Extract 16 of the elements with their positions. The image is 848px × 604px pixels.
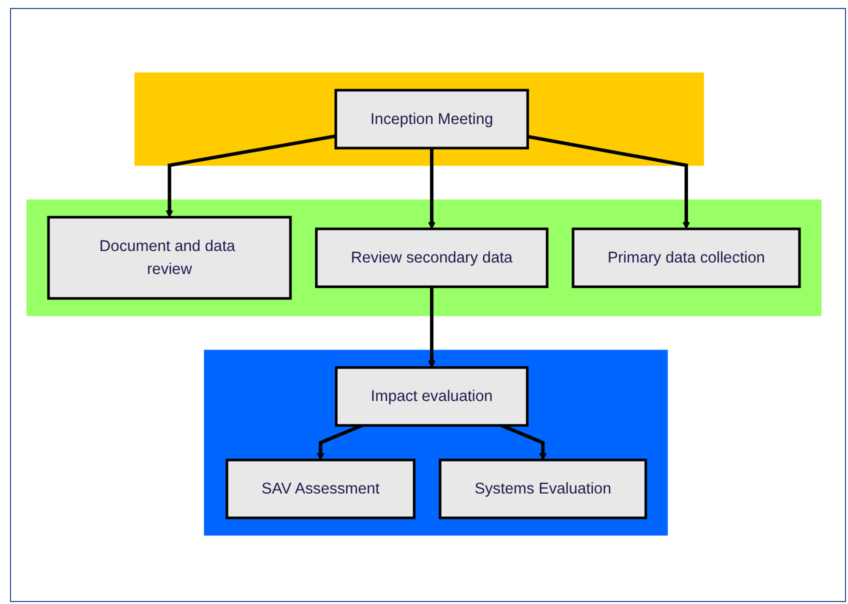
cluster xyxy=(26,199,822,316)
node-box: SAV Assessment xyxy=(226,458,416,520)
arrow xyxy=(316,424,363,460)
arrow xyxy=(527,134,690,230)
node-box: Systems Evaluation xyxy=(438,458,648,520)
arrow xyxy=(166,134,336,218)
arrow xyxy=(500,424,547,460)
cluster xyxy=(204,350,668,536)
node-box: Impact evaluation xyxy=(334,366,529,427)
node-box: Document and data review xyxy=(47,216,292,300)
arrow xyxy=(428,286,436,368)
arrow xyxy=(428,148,436,230)
cluster xyxy=(134,72,704,166)
node-box: Inception Meeting xyxy=(334,88,529,150)
node-box: Review secondary data xyxy=(315,228,548,288)
node-box: Primary data collection xyxy=(572,228,801,288)
